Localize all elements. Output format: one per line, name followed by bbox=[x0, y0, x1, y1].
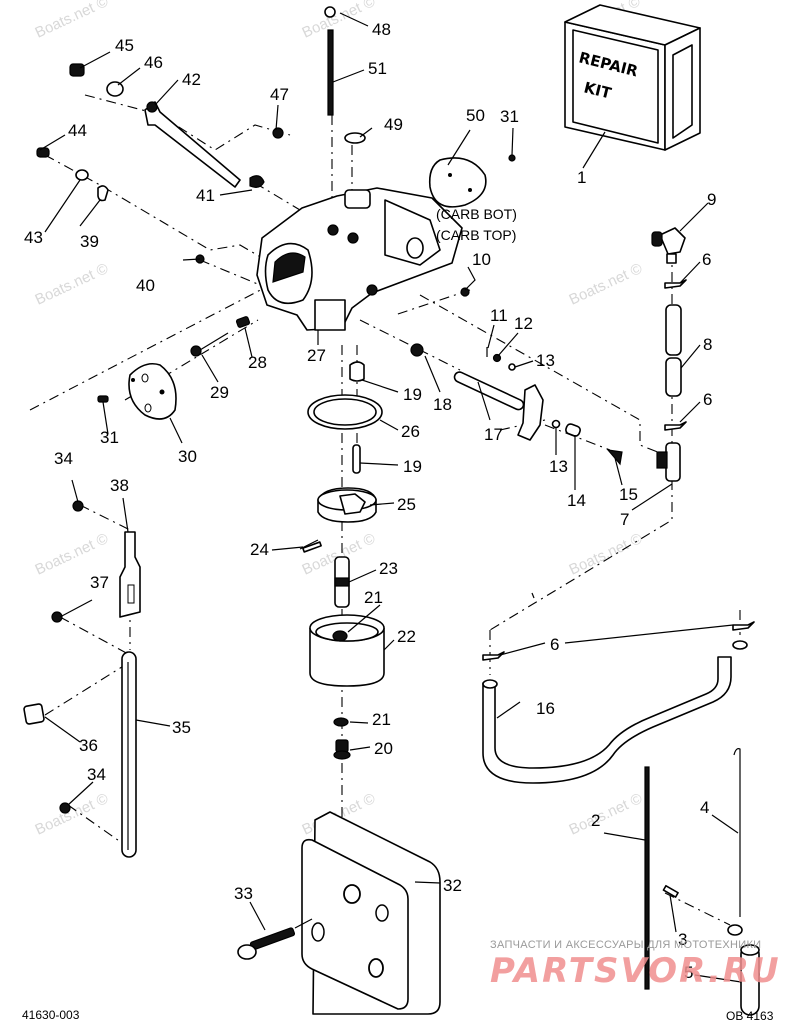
callout-17[interactable]: 17 bbox=[484, 425, 503, 444]
drawing-number: 41630-003 bbox=[22, 1008, 80, 1022]
callout-34a[interactable]: 34 bbox=[54, 449, 73, 468]
callout-31a[interactable]: 31 bbox=[100, 428, 119, 447]
callout-38[interactable]: 38 bbox=[110, 476, 129, 495]
callout-11[interactable]: 11 bbox=[490, 306, 508, 325]
callout-43[interactable]: 43 bbox=[24, 228, 43, 247]
fuel-hose-assembly[interactable] bbox=[651, 227, 687, 482]
watermark: Boats.net © bbox=[33, 790, 111, 839]
callout-44[interactable]: 44 bbox=[68, 121, 87, 140]
throttle-linkage[interactable] bbox=[23, 500, 141, 858]
callout-20[interactable]: 20 bbox=[374, 739, 393, 758]
air-silencer[interactable] bbox=[237, 811, 441, 1015]
callout-31b[interactable]: 31 bbox=[500, 107, 519, 126]
callout-6b[interactable]: 6 bbox=[703, 390, 712, 409]
callout-27[interactable]: 27 bbox=[307, 346, 326, 365]
choke-linkage[interactable] bbox=[36, 63, 284, 264]
choke-plate[interactable] bbox=[428, 154, 516, 208]
watermark: Boats.net © bbox=[33, 530, 111, 579]
callout-48[interactable]: 48 bbox=[372, 20, 391, 39]
note-carb-top: (CARB TOP) bbox=[436, 227, 516, 243]
partsvor-tagline: ЗАПЧАСТИ И АКСЕССУАРЫ ДЛЯ МОТОТЕХНИКИ bbox=[490, 939, 761, 951]
callout-34b[interactable]: 34 bbox=[87, 765, 106, 784]
callout-37[interactable]: 37 bbox=[90, 573, 109, 592]
callout-2[interactable]: 2 bbox=[591, 811, 600, 830]
watermark: Boats.net © bbox=[33, 0, 111, 42]
callout-49[interactable]: 49 bbox=[384, 115, 403, 134]
callout-40[interactable]: 40 bbox=[136, 276, 155, 295]
callout-39[interactable]: 39 bbox=[80, 232, 99, 251]
throttle-plate[interactable] bbox=[97, 362, 177, 420]
note-carb-bot: (CARB BOT) bbox=[436, 206, 517, 222]
callout-50[interactable]: 50 bbox=[466, 106, 485, 125]
watermark: Boats.net © bbox=[300, 0, 378, 42]
callout-47[interactable]: 47 bbox=[270, 85, 289, 104]
callout-5[interactable]: 5 bbox=[684, 963, 693, 982]
callout-10[interactable]: 10 bbox=[472, 250, 491, 269]
choke-shaft-group[interactable] bbox=[324, 6, 366, 144]
float[interactable] bbox=[299, 487, 377, 553]
callout-19a[interactable]: 19 bbox=[403, 385, 422, 404]
callout-35[interactable]: 35 bbox=[172, 718, 191, 737]
hose-16[interactable] bbox=[482, 621, 755, 784]
watermark: Boats.net © bbox=[567, 530, 645, 579]
callout-16[interactable]: 16 bbox=[536, 699, 555, 718]
carburetor-body[interactable] bbox=[256, 187, 470, 331]
callout-42[interactable]: 42 bbox=[182, 70, 201, 89]
watermark: Boats.net © bbox=[567, 790, 645, 839]
callout-8[interactable]: 8 bbox=[703, 335, 712, 354]
callout-46[interactable]: 46 bbox=[144, 53, 163, 72]
watermark: Boats.net © bbox=[567, 260, 645, 309]
callout-9[interactable]: 9 bbox=[707, 190, 716, 209]
callout-32[interactable]: 32 bbox=[443, 876, 462, 895]
callout-21a[interactable]: 21 bbox=[364, 588, 383, 607]
callout-36[interactable]: 36 bbox=[79, 736, 98, 755]
callout-29[interactable]: 29 bbox=[210, 383, 229, 402]
callout-26[interactable]: 26 bbox=[401, 422, 420, 441]
callout-21b[interactable]: 21 bbox=[372, 710, 391, 729]
idle-screw[interactable] bbox=[190, 316, 251, 357]
nozzle[interactable] bbox=[334, 556, 350, 608]
partsvor-watermark: ЗАПЧАСТИ И АКСЕССУАРЫ ДЛЯ МОТОТЕХНИКИ PA… bbox=[490, 939, 781, 991]
callout-7[interactable]: 7 bbox=[620, 510, 629, 529]
partsvor-logo: PARTSVOR.RU bbox=[490, 951, 781, 991]
callout-33[interactable]: 33 bbox=[234, 884, 253, 903]
callout-4[interactable]: 4 bbox=[700, 798, 709, 817]
leader-lines bbox=[39, 12, 742, 983]
callout-1[interactable]: 1 bbox=[577, 168, 586, 187]
callout-25[interactable]: 25 bbox=[397, 495, 416, 514]
callout-14[interactable]: 14 bbox=[567, 491, 586, 510]
ob-number: OB 4163 bbox=[726, 1009, 774, 1023]
callout-24[interactable]: 24 bbox=[250, 540, 269, 559]
throttle-shaft-group[interactable] bbox=[410, 343, 623, 466]
callout-6c[interactable]: 6 bbox=[550, 635, 559, 654]
float-bowl-parts-upper[interactable] bbox=[307, 361, 383, 474]
callout-13b[interactable]: 13 bbox=[549, 457, 568, 476]
callout-23[interactable]: 23 bbox=[379, 559, 398, 578]
callout-3[interactable]: 3 bbox=[678, 930, 687, 949]
callout-18[interactable]: 18 bbox=[433, 395, 452, 414]
callout-41[interactable]: 41 bbox=[196, 186, 215, 205]
callout-28[interactable]: 28 bbox=[248, 353, 267, 372]
callout-45[interactable]: 45 bbox=[115, 36, 134, 55]
callouts: 1 2 3 4 5 6 6 6 7 8 9 10 11 12 13 13 14 … bbox=[24, 20, 716, 982]
callout-12[interactable]: 12 bbox=[514, 314, 533, 333]
callout-15[interactable]: 15 bbox=[619, 485, 638, 504]
callout-6a[interactable]: 6 bbox=[702, 250, 711, 269]
callout-30[interactable]: 30 bbox=[178, 447, 197, 466]
callout-19b[interactable]: 19 bbox=[403, 457, 422, 476]
rods[interactable] bbox=[644, 748, 760, 1016]
callout-22[interactable]: 22 bbox=[397, 627, 416, 646]
watermark: Boats.net © bbox=[33, 260, 111, 309]
float-bowl[interactable] bbox=[309, 614, 385, 760]
repair-kit[interactable]: REPAIR KIT bbox=[564, 4, 701, 151]
callout-13a[interactable]: 13 bbox=[536, 351, 555, 370]
callout-51[interactable]: 51 bbox=[368, 59, 387, 78]
